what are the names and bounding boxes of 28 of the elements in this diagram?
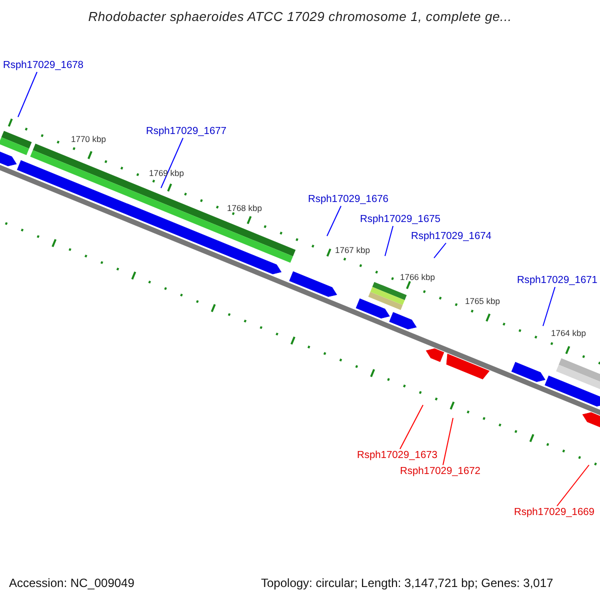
leader-line [400,404,424,450]
gene-label: Rsph17029_1678 [3,59,84,72]
leader-line [160,138,184,188]
gene-label: Rsph17029_1674 [411,230,492,243]
gene-label: Rsph17029_1673 [357,449,438,462]
gene-label: Rsph17029_1669 [514,506,594,519]
gene-label: Rsph17029_1677 [146,125,226,138]
position-label: 1767 kbp [335,245,370,255]
leader-line [384,226,394,256]
leader-line [556,464,590,506]
gene-label: Rsph17029_1676 [308,193,388,206]
position-label: 1769 kbp [149,168,184,178]
gene-label: Rsph17029_1675 [360,213,440,226]
position-label: 1766 kbp [400,272,435,282]
footer-note: Topology: circular; Length: 3,147,721 bp; Genes: 3,017 [261,576,554,590]
gene-label: Rsph17029_1671 [517,274,598,287]
position-label: 1765 kbp [465,296,500,306]
leader-line [434,242,446,258]
leader-line [442,418,454,466]
position-label: 1768 kbp [227,203,262,213]
footer-note: Accession: NC_009049 [9,576,134,590]
leader-line [18,72,38,118]
position-label: 1764 kbp [551,328,586,338]
map-title: Rhodobacter sphaeroides ATCC 17029 chromosome 1, complete ge... [87,9,513,24]
position-label: 1770 kbp [71,134,106,144]
leader-line [542,286,556,326]
leader-line [326,206,342,236]
gene-label: Rsph17029_1672 [400,465,480,478]
